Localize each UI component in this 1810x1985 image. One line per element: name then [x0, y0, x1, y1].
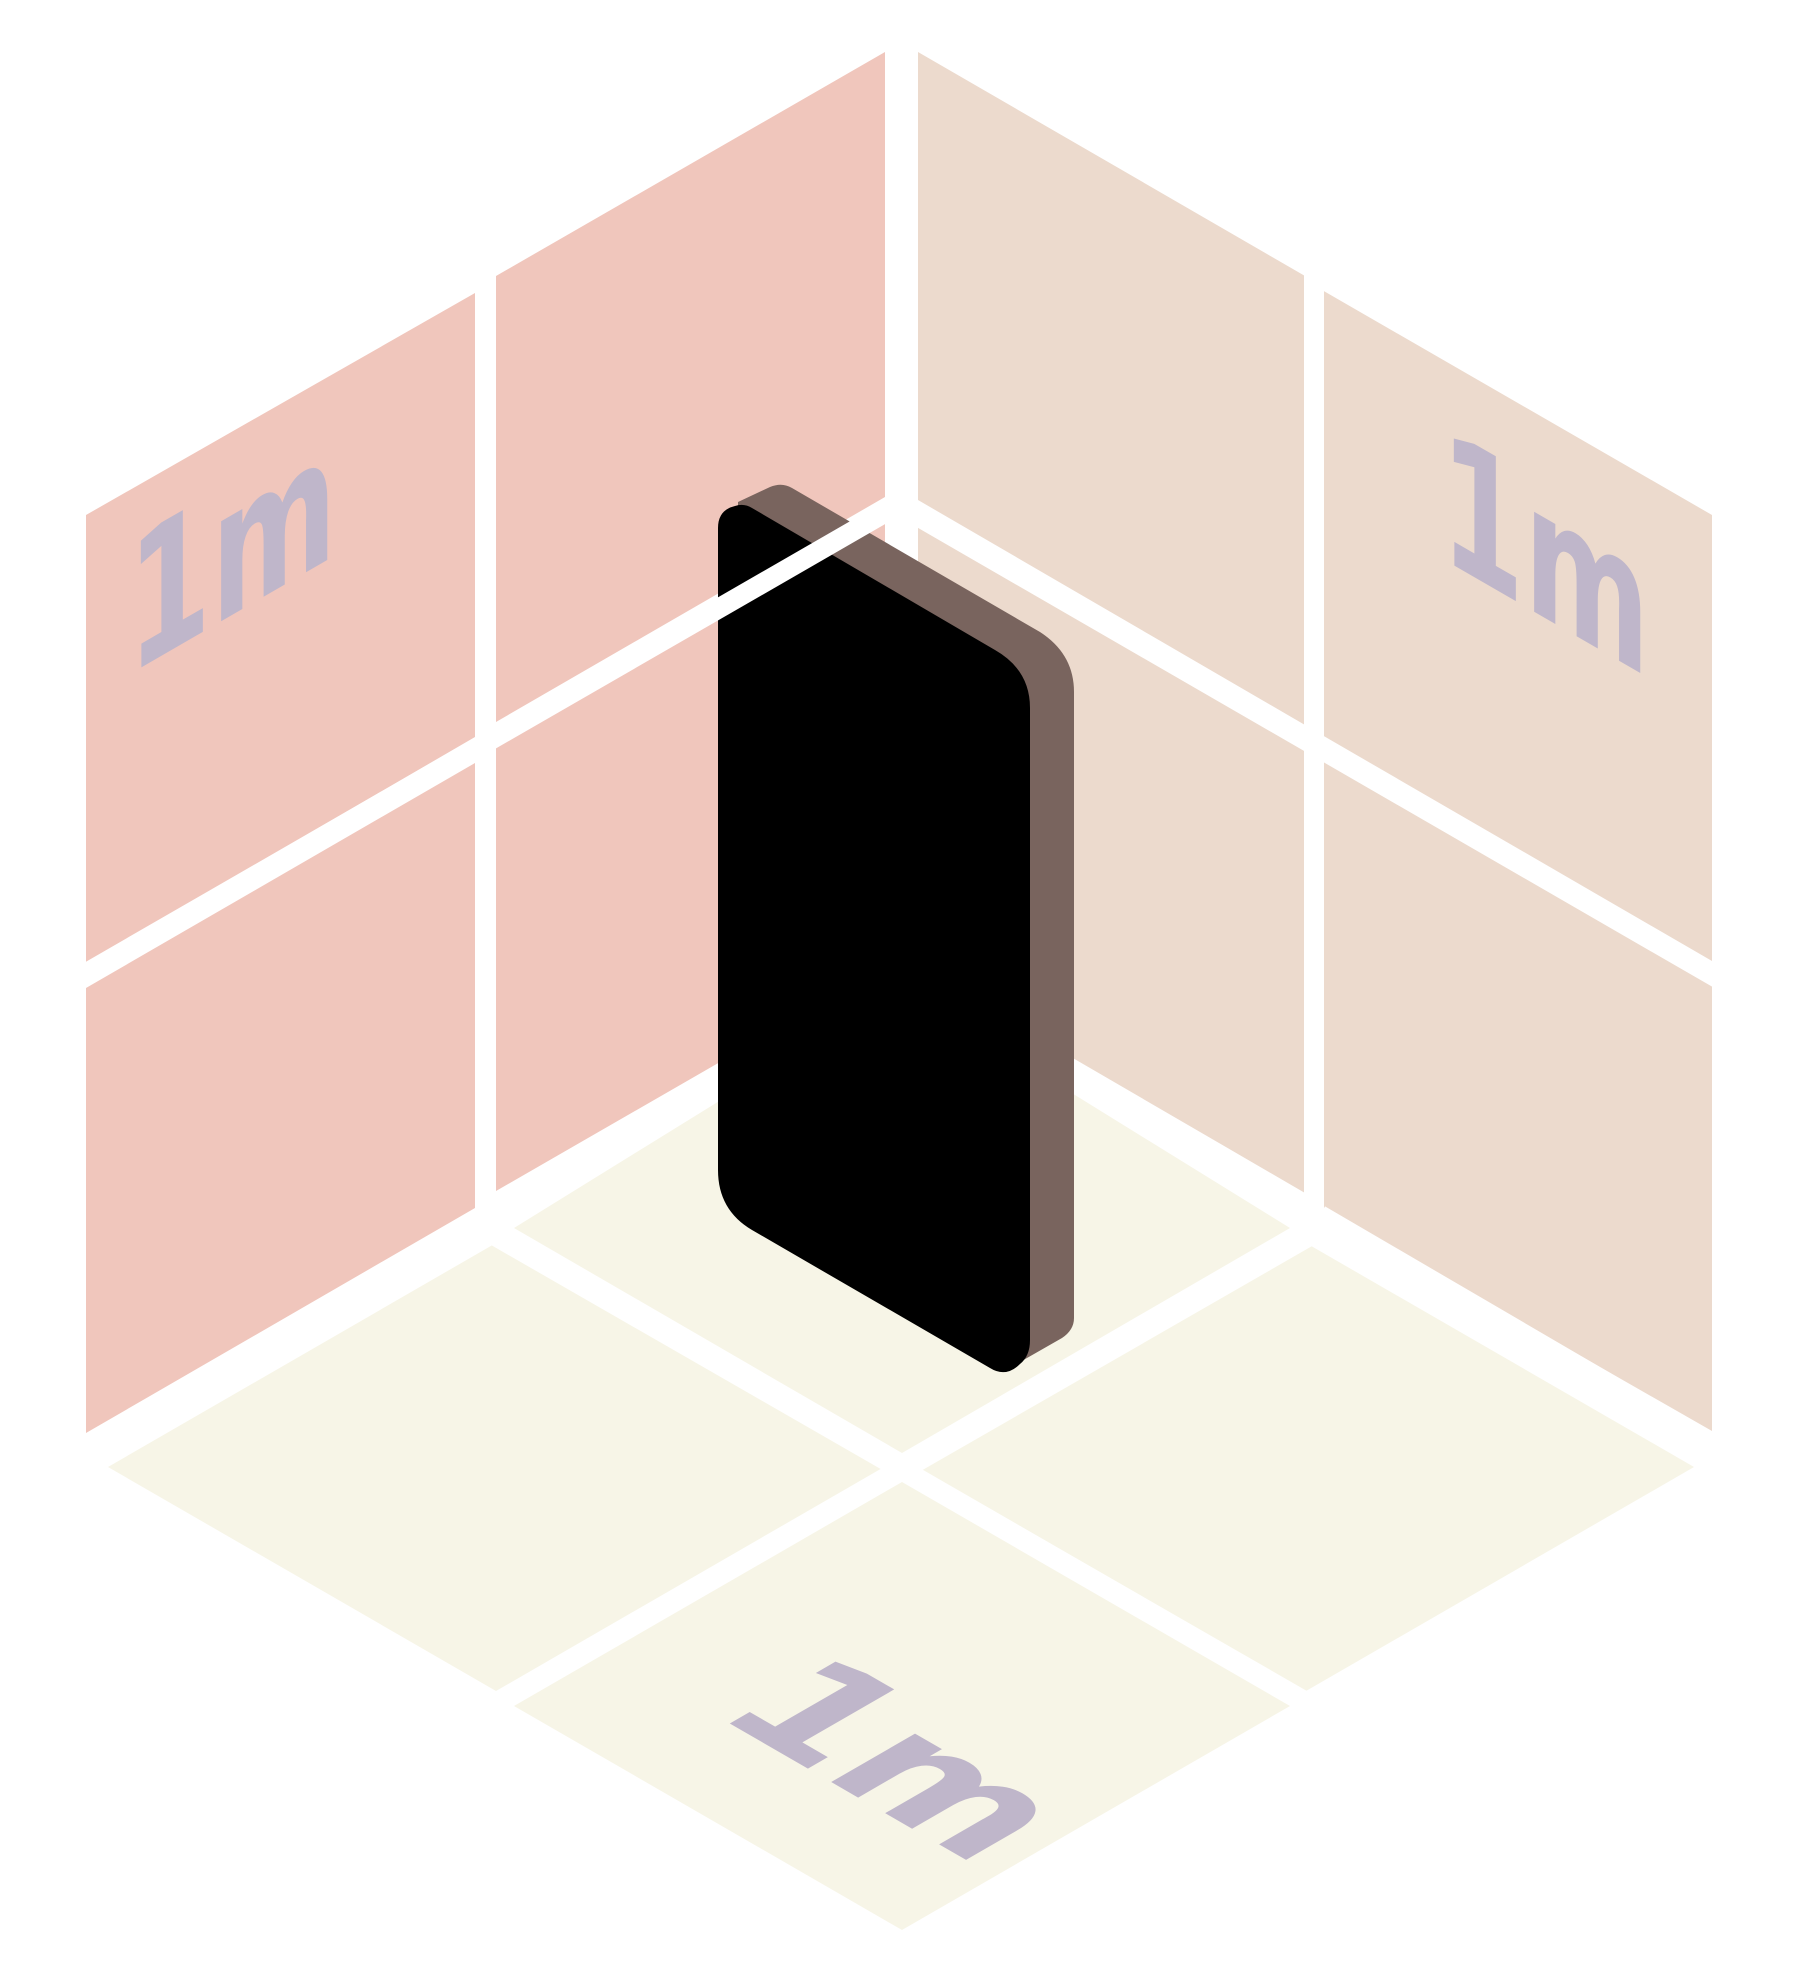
grid-line [480, 1221, 1325, 1719]
grid-lines [71, 40, 1730, 1719]
left-wall-tile-top-right [496, 52, 885, 722]
left-wall-tile-top-left [86, 293, 475, 963]
grid-line [1314, 1206, 1730, 1460]
right-wall-tile-top-right [1322, 290, 1712, 961]
floor-tile-front [514, 1482, 1290, 1930]
standing-panel [718, 484, 1074, 1373]
right-wall-tile-top-left [918, 52, 1305, 725]
grid-line [71, 1206, 490, 1460]
left-wall-tile-bottom-left [86, 763, 475, 1433]
standing-panel-front-face [718, 504, 1030, 1373]
grid-line [71, 499, 898, 988]
